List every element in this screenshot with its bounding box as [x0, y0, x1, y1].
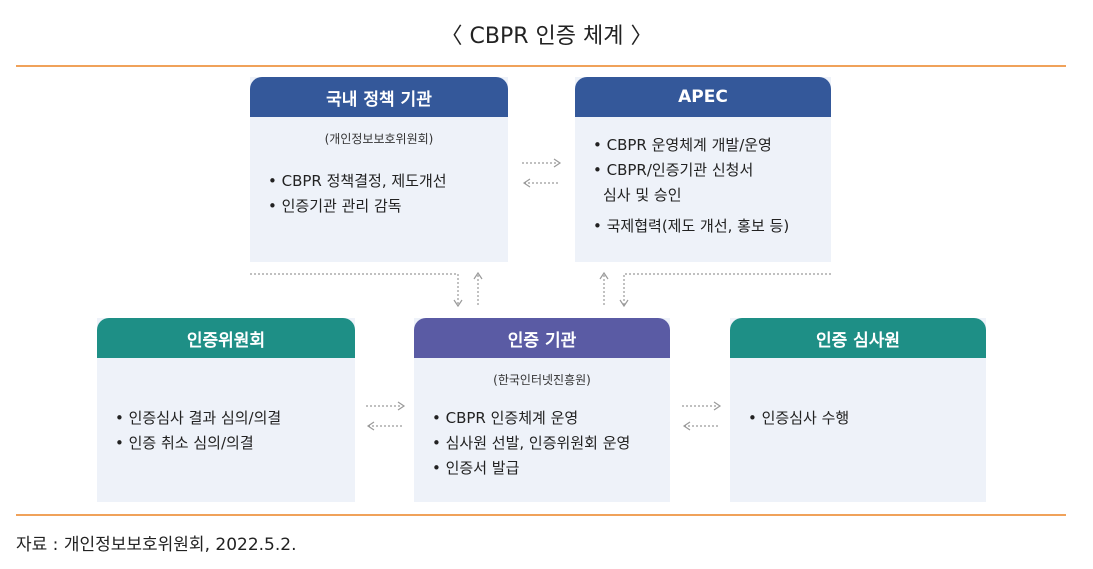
agency-sub: (한국인터넷진흥원) — [493, 373, 591, 387]
arrowhead — [713, 401, 722, 411]
top-rule — [16, 65, 1066, 67]
list-item: 국제협력(제도 개선, 홍보 등) — [593, 214, 831, 239]
arrowhead — [553, 158, 562, 168]
list-item: 인증기관 관리 감독 — [268, 194, 508, 219]
policy-agency-list: CBPR 정책결정, 제도개선 인증기관 관리 감독 — [268, 169, 508, 219]
list-item: CBPR 정책결정, 제도개선 — [268, 169, 508, 194]
policy-agency-box: 국내 정책 기관 (개인정보보호위원회) CBPR 정책결정, 제도개선 인증기… — [250, 77, 508, 262]
list-item: CBPR 운영체계 개발/운영 — [593, 133, 831, 158]
arrowhead — [366, 421, 375, 431]
agency-header: 인증 기관 — [414, 318, 670, 358]
list-item: CBPR 인증체계 운영 — [432, 406, 670, 431]
arrowhead — [473, 271, 483, 280]
agency-list: CBPR 인증체계 운영 심사원 선발, 인증위원회 운영 인증서 발급 — [432, 406, 670, 481]
apec-header: APEC — [575, 77, 831, 117]
committee-header: 인증위원회 — [97, 318, 355, 358]
auditor-list: 인증심사 수행 — [748, 406, 986, 431]
arrowhead — [522, 178, 531, 188]
list-item: 인증 취소 심의/의결 — [115, 431, 355, 456]
link-policy-agency — [250, 273, 459, 305]
link-apec-agency — [623, 273, 831, 305]
list-item: 인증서 발급 — [432, 456, 670, 481]
diagram-title: 〈 CBPR 인증 체계 〉 — [440, 24, 653, 49]
policy-agency-sub: (개인정보보호위원회) — [324, 132, 434, 146]
arrowhead — [682, 421, 691, 431]
auditor-box: 인증 심사원 인증심사 수행 — [730, 318, 986, 502]
list-item: 인증심사 수행 — [748, 406, 986, 431]
list-item: 인증심사 결과 심의/의결 — [115, 406, 355, 431]
list-item: 심사원 선발, 인증위원회 운영 — [432, 431, 670, 456]
source-note: 자료 : 개인정보보호위원회, 2022.5.2. — [16, 535, 297, 555]
agency-box: 인증 기관 (한국인터넷진흥원) CBPR 인증체계 운영 심사원 선발, 인증… — [414, 318, 670, 502]
arrowhead — [397, 401, 406, 411]
arrowhead — [453, 299, 463, 308]
apec-box: APEC CBPR 운영체계 개발/운영 CBPR/인증기관 신청서 심사 및 … — [575, 77, 831, 262]
bottom-rule — [16, 514, 1066, 516]
auditor-header: 인증 심사원 — [730, 318, 986, 358]
committee-list: 인증심사 결과 심의/의결 인증 취소 심의/의결 — [115, 406, 355, 456]
list-item-continued: 심사 및 승인 — [603, 186, 682, 204]
policy-agency-header: 국내 정책 기관 — [250, 77, 508, 117]
arrowhead — [619, 299, 629, 308]
committee-box: 인증위원회 인증심사 결과 심의/의결 인증 취소 심의/의결 — [97, 318, 355, 502]
list-item: CBPR/인증기관 신청서 — [593, 158, 831, 183]
arrowhead — [599, 271, 609, 280]
apec-list: CBPR 운영체계 개발/운영 CBPR/인증기관 신청서 심사 및 승인 국제… — [593, 133, 831, 239]
